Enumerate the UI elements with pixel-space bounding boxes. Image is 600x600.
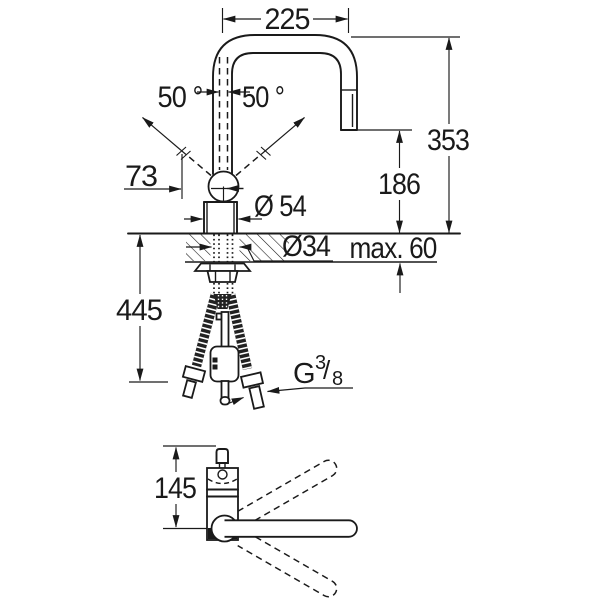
pullout-hose-weight (209, 294, 240, 406)
topview-lever-swing-down (237, 530, 338, 598)
dim-spout-reach-225: 225 (221, 3, 350, 36)
top-view: 145 (154, 445, 358, 598)
thread-label-numerator: 3 (315, 352, 326, 374)
countertop-section (127, 232, 461, 263)
dim-label-353: 353 (427, 124, 469, 157)
lever-vertical-dashed (218, 57, 229, 170)
dim-label-445: 445 (116, 294, 162, 327)
supply-hose-right (225, 292, 265, 410)
dim-body-diameter-54: Ø 54 (184, 190, 307, 223)
lever-swing-left (142, 117, 212, 177)
dim-label-50-left: 50 ° (158, 81, 203, 114)
faucet-base (203, 201, 238, 235)
dim-hose-drop-445: 445 (116, 234, 168, 383)
dim-topview-145: 145 (154, 446, 197, 528)
topview-lever-swing-up (237, 459, 338, 527)
dim-label-73: 73 (125, 160, 157, 193)
dim-outlet-height-186: 186 (358, 129, 421, 234)
dim-angle-right-50: 50 ° (227, 81, 285, 114)
supply-hose-left (181, 292, 221, 399)
dim-label-max60: max. 60 (350, 232, 437, 265)
mounting-hardware (193, 262, 252, 283)
dim-label-186: 186 (378, 168, 420, 201)
dim-lever-offset-73: 73 (124, 154, 183, 199)
topview-spray-tip (215, 448, 229, 468)
spout (212, 34, 358, 175)
dim-shank-diameter-34: Ø34 (186, 230, 333, 263)
dim-angle-left-50: 50 ° (158, 81, 220, 114)
thread-label-slash: / (323, 355, 331, 385)
thread-label-g: G (293, 358, 316, 390)
topview-lever-handle (210, 514, 358, 543)
dim-counter-max60: max. 60 (350, 232, 438, 293)
thread-label-denominator: 8 (332, 368, 343, 390)
dim-label-50-right: 50 ° (242, 81, 284, 114)
dim-thread-g38: G 3 / 8 (226, 352, 353, 406)
side-view: 225 353 186 max. 60 Ø34 Ø 54 (116, 3, 470, 410)
dim-total-height-353: 353 (351, 36, 470, 234)
dim-label-o34: Ø34 (282, 230, 330, 263)
dim-label-145: 145 (154, 472, 196, 505)
ball-joint (207, 170, 244, 203)
threaded-shank (213, 234, 234, 294)
dim-label-o54: Ø 54 (254, 190, 306, 223)
lever-swing-right (235, 117, 305, 177)
dim-label-225: 225 (265, 3, 310, 36)
